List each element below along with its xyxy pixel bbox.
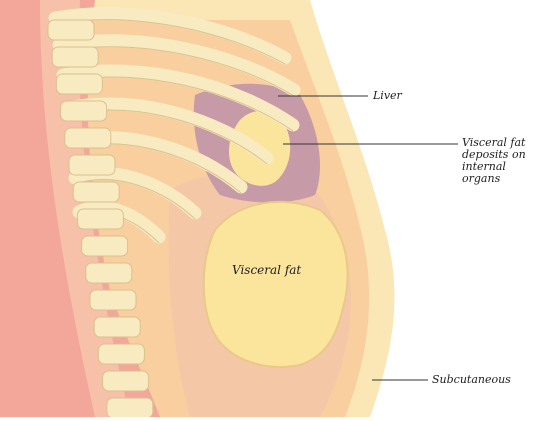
vertebra xyxy=(52,47,98,67)
visceral-deposits-label: Visceral fat deposits on internal organs xyxy=(462,137,556,185)
visceral-deposits-line-4: organs xyxy=(462,173,556,185)
vertebra xyxy=(98,344,144,364)
vertebra xyxy=(73,182,119,202)
vertebra xyxy=(69,155,115,175)
vertebra xyxy=(90,290,136,310)
subcutaneous-label: Subcutaneous xyxy=(432,374,511,386)
vertebra xyxy=(94,317,140,337)
liver-label: Liver xyxy=(373,90,402,102)
vertebra xyxy=(103,371,149,391)
visceral-fat-mass xyxy=(204,202,348,367)
vertebra xyxy=(61,101,107,121)
vertebra xyxy=(107,398,153,417)
visceral-fat-label: Visceral fat xyxy=(232,264,301,276)
vertebra xyxy=(65,128,111,148)
vertebra xyxy=(86,263,132,283)
vertebra xyxy=(56,74,102,94)
vertebra xyxy=(77,209,123,229)
vertebra xyxy=(82,236,128,256)
vertebra xyxy=(48,20,94,40)
